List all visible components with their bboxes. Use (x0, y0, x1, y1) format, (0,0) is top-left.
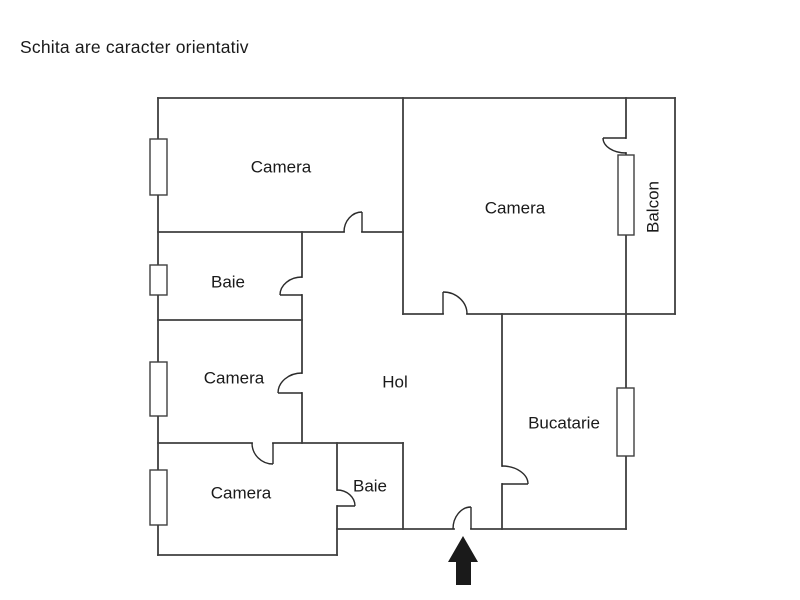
window (149, 264, 168, 296)
door-swing-arc (602, 137, 627, 154)
door-swing-arc (279, 276, 303, 296)
room-label: Bucatarie (528, 414, 600, 433)
room-label: Camera (251, 158, 312, 177)
room-label: Baie (353, 477, 387, 496)
window (149, 469, 168, 526)
door-swing-arc (277, 372, 303, 394)
room-label: Baie (211, 273, 245, 292)
room-label: Hol (382, 373, 408, 392)
door-swing-arc (452, 506, 472, 530)
window (616, 387, 635, 457)
room-label: Camera (485, 199, 546, 218)
room-label: Camera (204, 369, 265, 388)
window (149, 361, 168, 417)
room-label: Camera (211, 484, 272, 503)
disclaimer-text: Schita are caracter orientativ (20, 37, 249, 57)
door-swing-arc (343, 211, 363, 233)
door-swing-arc (501, 465, 529, 485)
entrance-arrow-icon (448, 536, 478, 585)
door-swing-arc (251, 442, 274, 465)
door-swing-arc (336, 489, 356, 507)
door-swing-arc (442, 291, 468, 315)
window (149, 138, 168, 196)
room-label: Balcon (644, 181, 663, 233)
window (617, 154, 635, 236)
